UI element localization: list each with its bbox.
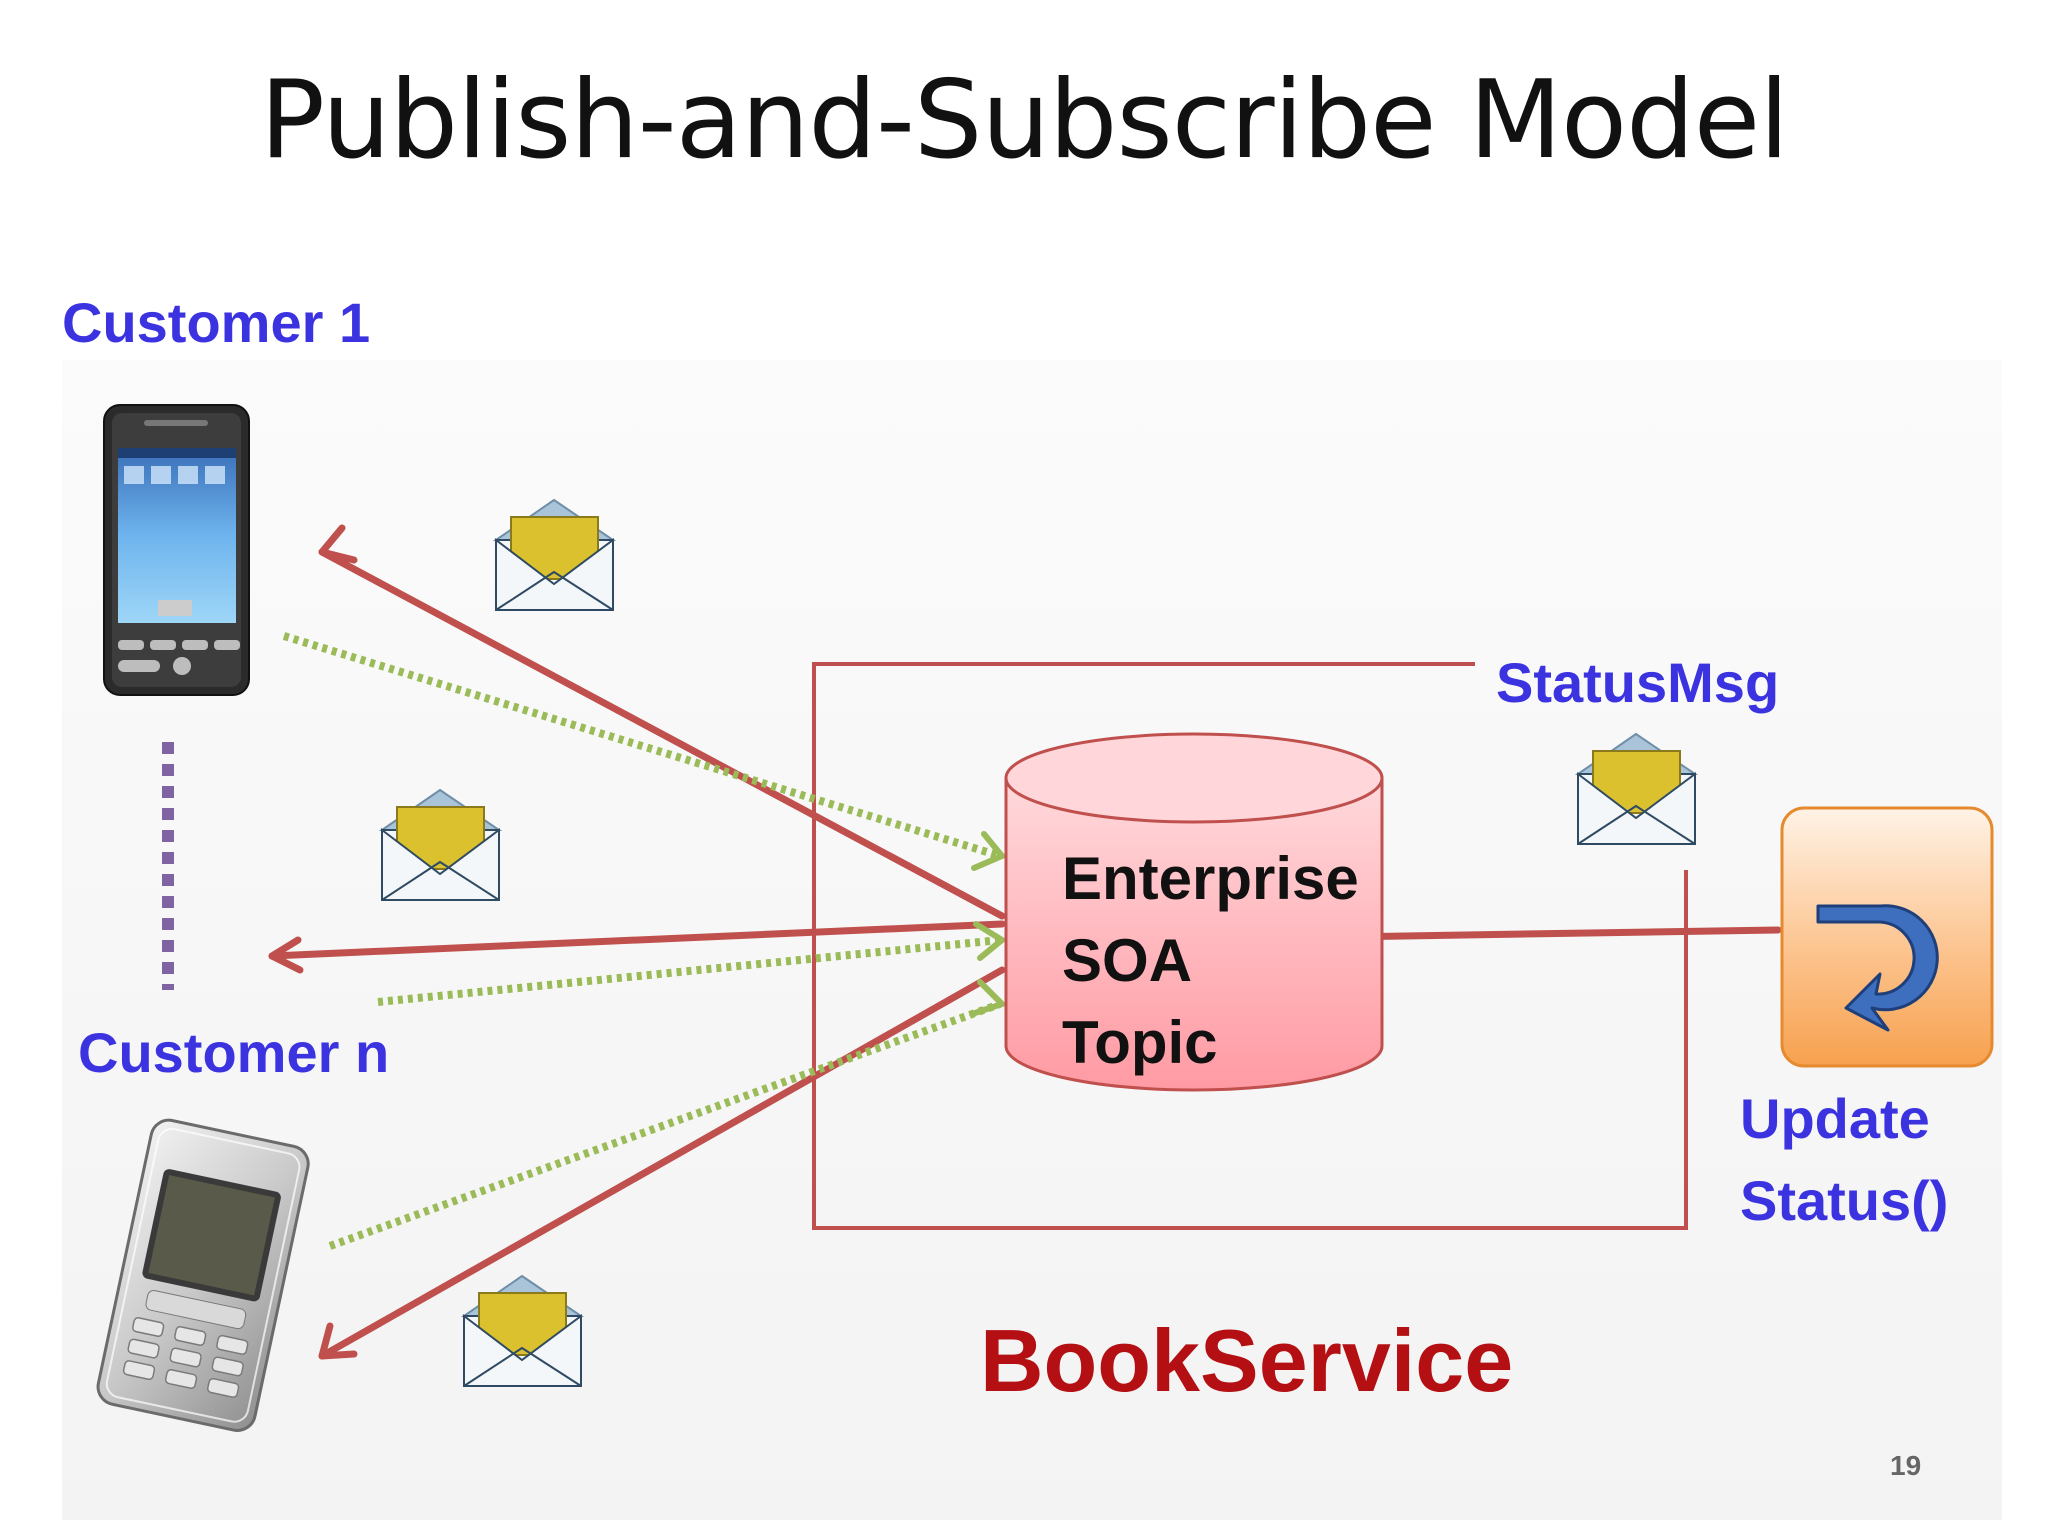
customer-n-label: Customer n (78, 1021, 390, 1084)
subscribe-arrow-middle (377, 936, 1001, 1006)
arrowhead (971, 831, 1007, 871)
subscribe-arrow-customer-n (328, 1000, 1002, 1250)
update-status-label-line2: Status() (1740, 1169, 1949, 1232)
feature-phone-icon (96, 1118, 310, 1432)
bookservice-label: BookService (980, 1311, 1514, 1410)
topic-label-line2: SOA (1062, 927, 1193, 994)
subscribe-arrow-customer-1 (282, 632, 1002, 860)
envelope-icon (495, 499, 614, 611)
arrowhead (969, 979, 1008, 1017)
arrowhead (318, 524, 358, 564)
envelope-icon (463, 1275, 582, 1387)
publish-arrow-middle (268, 920, 1006, 960)
arrowhead (973, 921, 1008, 961)
topic-label-line1: Enterprise (1062, 845, 1359, 912)
status-msg-label: StatusMsg (1496, 651, 1780, 714)
customer-1-label: Customer 1 (62, 291, 371, 354)
redo-arrow-icon (1816, 904, 1939, 1032)
update-status-label-line1: Update (1740, 1087, 1930, 1150)
update-status-button[interactable] (1780, 806, 1994, 1068)
update-arrow (1336, 926, 1782, 941)
arrowhead (318, 1322, 358, 1360)
publish-arrow-customer-1 (318, 548, 1006, 920)
page-number: 19 (1890, 1450, 1922, 1481)
smartphone-icon (103, 404, 250, 696)
topic-label-line3: Topic (1062, 1009, 1218, 1076)
topic-cylinder (1004, 732, 1384, 1092)
page-title: Publish-and-Subscribe Model (259, 58, 1789, 183)
envelope-icon (1577, 733, 1696, 845)
envelope-icon (381, 789, 500, 901)
publish-arrow-customer-n (318, 966, 1006, 1360)
arrowhead (268, 936, 304, 974)
bookservice-boundary (812, 662, 1688, 1230)
